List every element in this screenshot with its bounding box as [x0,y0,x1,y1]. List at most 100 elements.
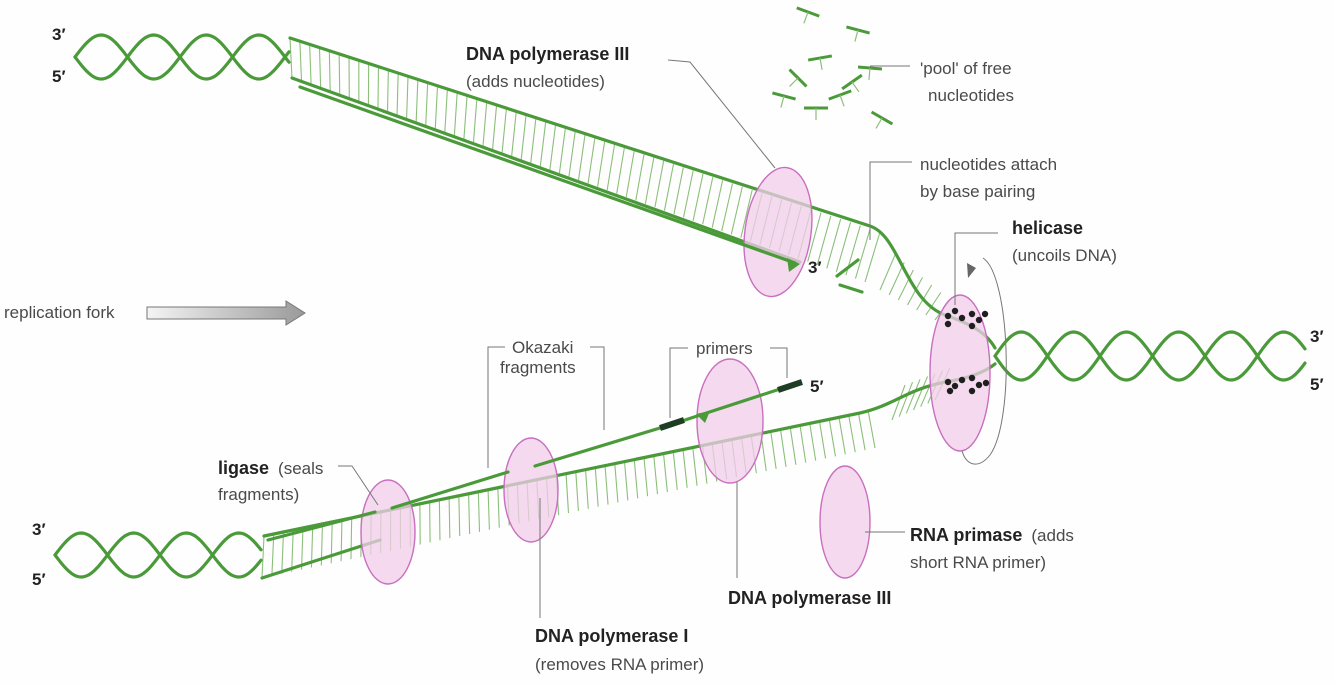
rna-primer-1 [659,417,685,431]
top-arm-rung [807,212,822,262]
free-nucleotide [772,91,796,108]
nucleotide-stem [780,95,785,108]
attaching-nucleotide-2 [838,283,864,294]
okazaki-label-line1: Okazaki [512,338,573,357]
top-arm-rung [520,115,527,160]
leader-helicase [954,232,998,305]
top-arm-rung [835,222,852,272]
top-arm-rung [338,54,341,96]
bottom-arm-rung [458,495,461,537]
bottom-arm-rung [809,422,817,461]
top-left-helix-strand-b [73,33,291,81]
bottom-arm-rung [575,470,579,511]
attach-label-line2: by base pairing [920,182,1035,201]
top-arm-rung [453,92,458,136]
replication-fork-label: replication fork [4,303,115,322]
bottom-arm-rung [271,533,275,576]
bottom-arm-rung [692,446,698,486]
rotation-arrowhead [967,263,976,278]
free-nucleotide [841,73,863,93]
top-arm-rung [625,151,635,198]
helicase-title: helicase [1012,218,1083,238]
top-arm-rung [444,89,448,133]
top-arm-rung [702,176,714,225]
top-arm-rung [721,183,734,232]
top-arm-rung [434,86,439,130]
top-arm-rung [289,37,293,79]
helicase-dot [944,378,952,386]
leading-strand-old [290,76,802,264]
bottom-arm-rung [594,466,599,507]
top-arm-rung [826,218,842,269]
leader-primers-left [669,347,688,418]
bottom-arm-rung [789,426,797,465]
bottom-arm-rung [838,416,846,455]
bottom-left-3prime: 3′ [32,520,46,539]
bottom-arm-rung [497,487,500,528]
top-arm-rung [568,131,576,177]
helicase-dot [975,316,983,324]
helicase-subtitle: (uncoils DNA) [1012,246,1117,265]
top-arm-rung [549,125,557,170]
free-nucleotide [796,6,820,24]
pool-label-line1: 'pool' of free [920,59,1012,78]
helicase-dot [982,379,990,387]
leader-dna-pol3-top [667,59,776,169]
bottom-arm-rung [867,409,876,449]
top-arm-rung [711,180,724,228]
curved-rotation-arrow-icon [961,257,1007,465]
top-arm-rung [377,67,380,109]
bottom-left-helix-strand-b [53,531,263,579]
lagging-strand-5prime: 5′ [810,377,824,396]
dna-pol1-title: DNA polymerase I [535,626,688,646]
leader-lines [338,59,998,618]
fork-rung [912,376,929,411]
lagging-arrowhead [696,411,710,423]
bottom-arm-rung [340,519,343,562]
top-arm-rung [501,109,507,153]
free-nucleotide [846,25,870,42]
double-helices [53,33,1307,579]
bottom-left-helix-strand-a [53,531,263,579]
top-arm-rung [577,134,586,181]
helicase-dot [968,387,976,395]
top-arm-rung [616,147,625,194]
helicase-dot [968,322,976,330]
leader-ligase [338,465,379,506]
dna-pol3-bottom-title: DNA polymerase III [728,588,891,608]
helicase-dot [951,307,959,315]
okazaki-label-line2: fragments [500,358,576,377]
bottom-arm-rung [818,420,827,459]
bottom-arm-rung [350,517,353,560]
lagging-strand-base [260,538,382,580]
free-nucleotide [788,68,808,88]
top-arm-rung [425,83,429,126]
bottom-arm-rung [662,452,668,493]
nucleotide-stem [875,117,883,129]
helicase-dot [951,382,959,390]
top-arm-rung [463,96,468,140]
top-arm-rung [558,128,566,174]
top-arm-rung [318,47,322,89]
dna-pol3-top-subtitle: (adds nucleotides) [466,72,605,91]
fork-rung [916,284,933,311]
lagging-fragment-2 [390,470,510,510]
dna-pol3-top-enzyme [743,166,813,298]
bottom-arm-rung [604,464,609,505]
helicase-dot [944,320,952,328]
leading-new-strand [298,85,797,265]
top-left-5prime: 5′ [52,67,66,86]
bottom-arm-rung [779,428,787,467]
leader-primers-right [770,347,788,378]
fork-rung [907,277,923,306]
top-arm-rung [597,141,606,187]
bottom-arm-rung [682,448,688,488]
top-parental-strand [288,36,997,350]
ligase-subtitle-2: fragments) [218,485,299,504]
top-arm-rung [386,70,389,113]
bottom-arm-rung [584,468,589,509]
bottom-arm-rung [261,535,265,579]
free-nucleotide [804,106,828,120]
leading-arrowhead [787,258,800,272]
